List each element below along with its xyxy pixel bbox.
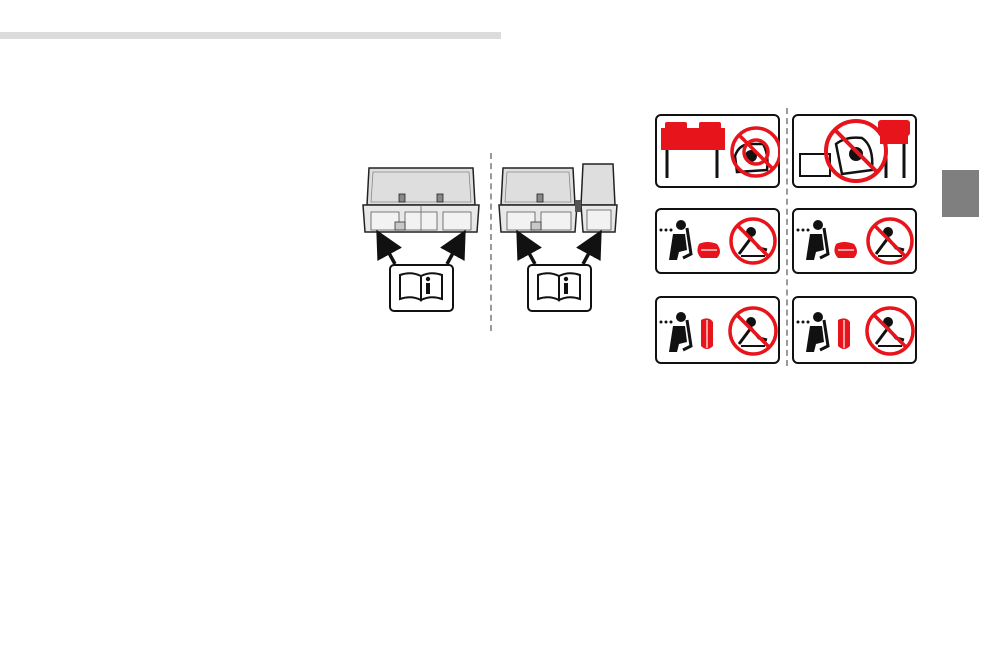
section-tab [942, 170, 979, 217]
warning-label-dashboard-child-seat [655, 114, 780, 188]
warning-label-seat-child-seat [792, 114, 917, 188]
header-rule [0, 32, 501, 39]
warning-label-side-airbag-left [655, 208, 780, 274]
warning-label-side-airbag-right [792, 208, 917, 274]
bench-seat-illustration [362, 167, 480, 312]
warning-panel-divider [786, 108, 788, 366]
warning-label-curtain-airbag-right [792, 296, 917, 364]
illustration-divider [490, 153, 492, 331]
warning-label-curtain-airbag-left [655, 296, 780, 364]
split-seat-illustration [498, 163, 618, 312]
